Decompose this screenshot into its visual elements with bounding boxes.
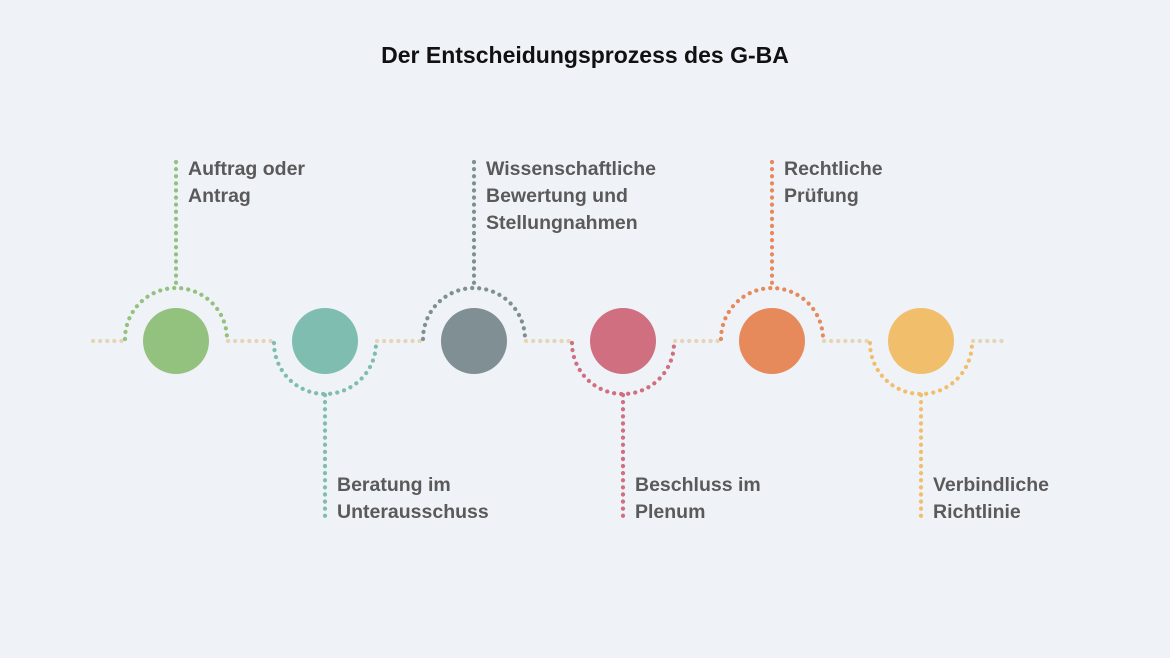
step-4-label-line: Beschluss im — [635, 474, 761, 496]
step-1-label-line: Antrag — [188, 185, 251, 207]
step-2-label-line: Beratung im — [337, 474, 451, 496]
step-5-label-line: Rechtliche — [784, 158, 883, 180]
step-3-label-line: Stellungnahmen — [486, 212, 638, 234]
step-6-node — [888, 308, 954, 374]
step-4-label: Beschluss im Plenum — [635, 472, 835, 526]
step-3-label-line: Wissenschaftliche — [486, 158, 656, 180]
step-5-arc — [718, 285, 826, 342]
step-4-label-line: Plenum — [635, 501, 706, 523]
step-3-label-line: Bewertung und — [486, 185, 628, 207]
step-5-node — [739, 308, 805, 374]
step-4-node — [590, 308, 656, 374]
step-1-node — [143, 308, 209, 374]
step-1-label-line: Auftrag oder — [188, 158, 305, 180]
step-6-label-line: Richtlinie — [933, 501, 1021, 523]
step-2-node — [292, 308, 358, 374]
step-3-arc — [420, 285, 528, 342]
step-2-label: Beratung im Unterausschuss — [337, 472, 537, 526]
step-3-node — [441, 308, 507, 374]
step-5-label-line: Prüfung — [784, 185, 859, 207]
diagram-title: Der Entscheidungsprozess des G-BA — [381, 42, 789, 68]
step-6-label-line: Verbindliche — [933, 474, 1049, 496]
step-1-arc — [122, 285, 230, 342]
step-2-label-line: Unterausschuss — [337, 501, 489, 523]
